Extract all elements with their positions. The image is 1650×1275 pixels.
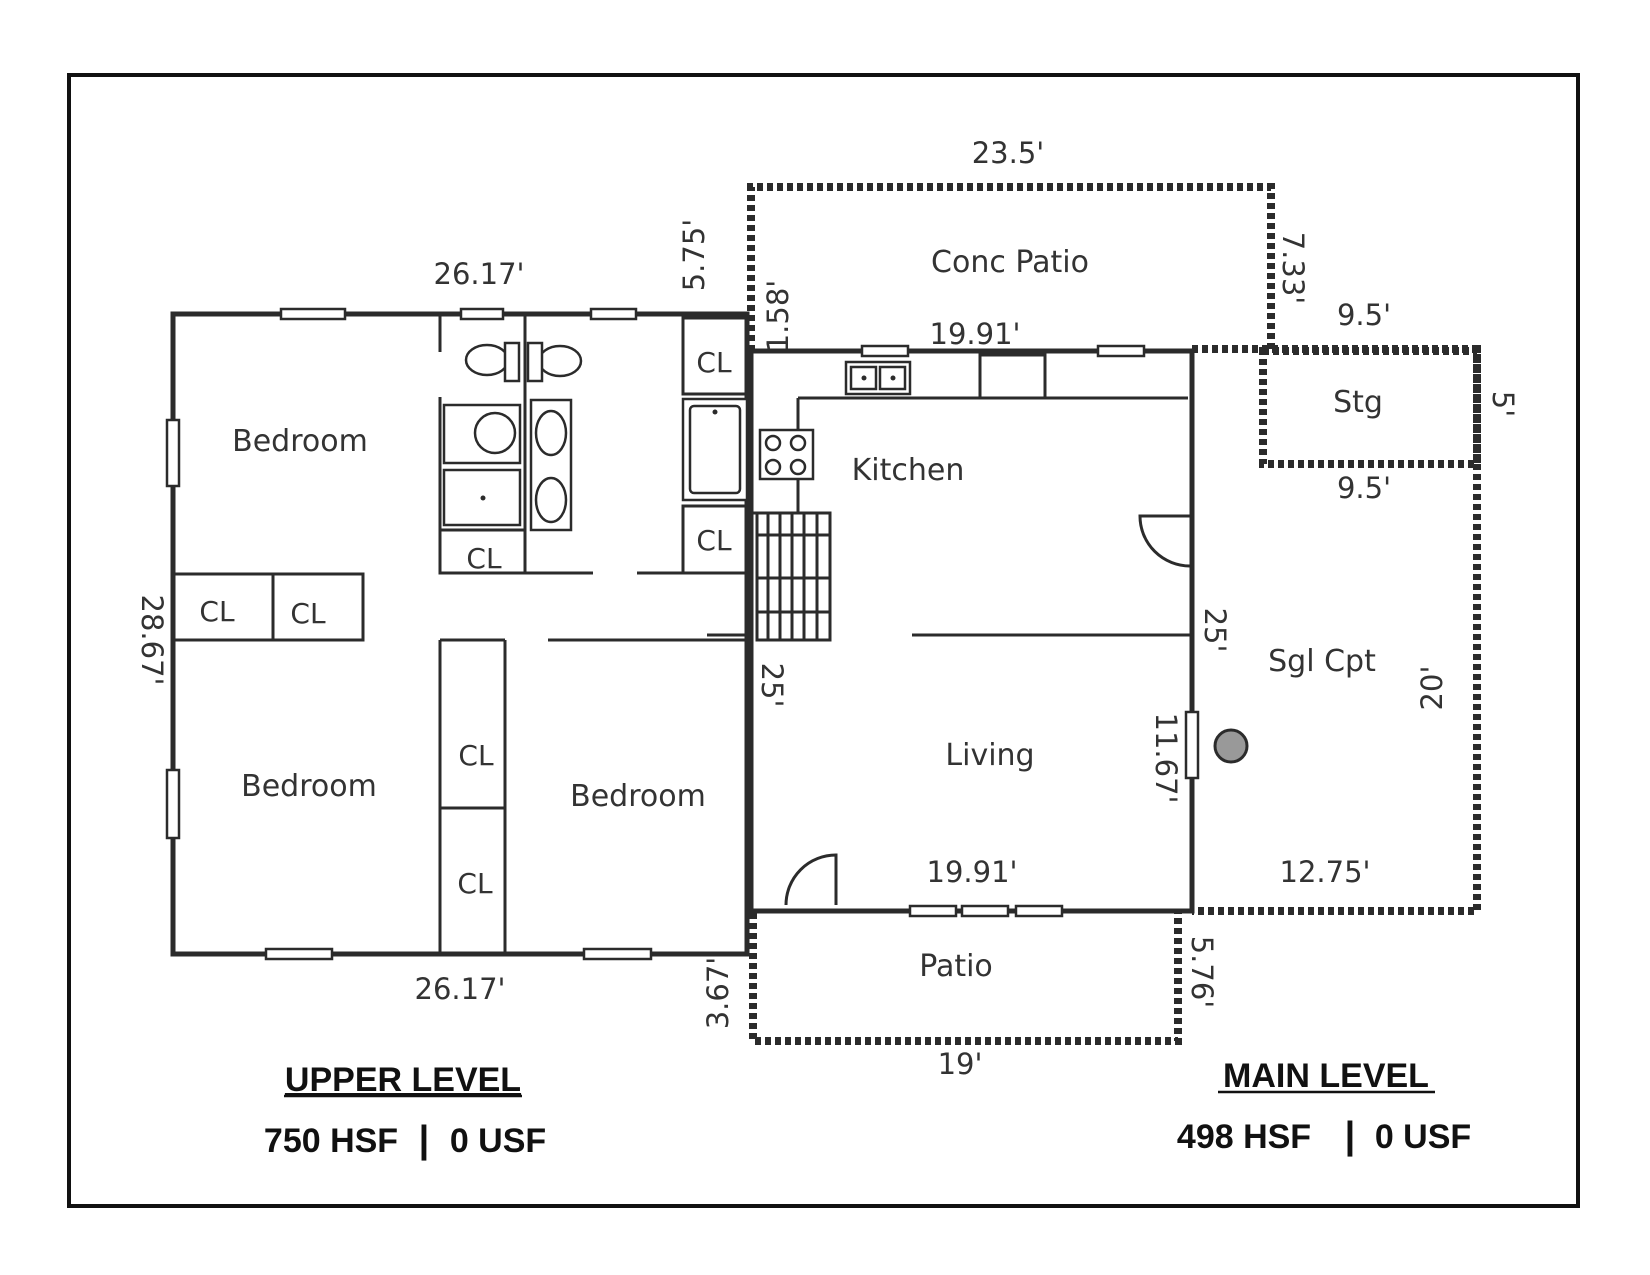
utility-pole-icon <box>1213 728 1249 764</box>
main-level-plan <box>747 183 1481 1045</box>
carport-door <box>1184 710 1200 780</box>
dim-main-divider: 25' <box>1198 608 1232 653</box>
main-level-title: MAIN LEVEL <box>1223 1057 1429 1095</box>
carport-outline <box>1192 345 1481 915</box>
dim-conc-patio-width: 23.5' <box>972 136 1045 170</box>
window <box>279 307 347 321</box>
dim-carport-depth: 20' <box>1415 666 1449 711</box>
dim-upper-top: 26.17' <box>434 257 525 291</box>
storage-outline <box>1259 347 1481 468</box>
dim-upper-left: 28.67' <box>135 595 169 686</box>
closet-box <box>438 528 527 575</box>
main-level-unfinished: 0 USF <box>1375 1118 1471 1156</box>
kitchen-sink-icon <box>844 360 912 396</box>
upper-level-area: 750 HSF <box>264 1122 398 1160</box>
stairs-icon <box>755 511 832 642</box>
window <box>165 768 181 840</box>
bathtub-icon <box>681 397 749 502</box>
page-frame <box>67 73 1580 1208</box>
upper-level-unfinished: 0 USF <box>450 1122 546 1160</box>
fridge <box>978 353 1047 400</box>
dim-conc-patio-offset: 1.58' <box>761 280 795 353</box>
door-swing <box>784 853 838 906</box>
dim-main-top: 19.91' <box>930 317 1021 351</box>
patio-outline <box>749 913 1182 1045</box>
closet-label: CL <box>457 867 493 900</box>
dim-storage-top: 9.5' <box>1337 298 1391 332</box>
window <box>908 904 958 918</box>
room-label-conc-patio: Conc Patio <box>931 245 1089 280</box>
closet-box <box>271 572 365 642</box>
room-label-patio: Patio <box>919 949 993 984</box>
closet-label: CL <box>290 597 326 630</box>
closet-label: CL <box>696 524 732 557</box>
closet-box <box>681 316 749 396</box>
double-vanity-icon <box>529 398 573 532</box>
upper-level-title: UPPER LEVEL <box>285 1061 521 1099</box>
dim-upper-notch-top: 5.75' <box>677 219 711 292</box>
stove-icon <box>758 428 815 481</box>
dim-storage-depth: 5' <box>1486 391 1520 417</box>
dim-carport-width: 12.75' <box>1280 855 1371 889</box>
dimension-labels: 26.17' 26.17' 28.67' 25' 5.75' 3.67' 23.… <box>135 136 1520 1081</box>
window <box>860 344 910 358</box>
toilet-icon <box>526 341 583 383</box>
dim-upper-notch-bottom: 3.67' <box>701 957 735 1030</box>
main-level-summary: MAIN LEVEL 498 HSF | 0 USF <box>1177 1057 1471 1157</box>
window <box>1014 904 1064 918</box>
closet-label: CL <box>199 595 235 628</box>
conc-patio-outline <box>747 183 1275 351</box>
window <box>165 418 181 488</box>
main-level-separator: | <box>1345 1115 1356 1157</box>
window <box>582 947 653 961</box>
closet-label: CL <box>696 346 732 379</box>
dim-main-bottom: 19.91' <box>927 855 1018 889</box>
room-label-carport: Sgl Cpt <box>1268 644 1376 679</box>
room-label-bedroom: Bedroom <box>232 424 368 459</box>
closet-label: CL <box>466 542 502 575</box>
door-swing <box>1138 514 1191 568</box>
window <box>459 307 505 321</box>
dim-main-door-wall: 11.67' <box>1149 713 1183 804</box>
upper-level-summary: UPPER LEVEL 750 HSF | 0 USF <box>264 1061 546 1161</box>
room-label-living: Living <box>945 738 1034 773</box>
dim-upper-bottom: 26.17' <box>415 972 506 1006</box>
shower-icon <box>442 468 522 527</box>
main-level-area: 498 HSF <box>1177 1118 1311 1156</box>
dim-patio-depth: 5.76' <box>1185 936 1219 1009</box>
room-label-bedroom: Bedroom <box>570 779 706 814</box>
closet-label: CL <box>458 739 494 772</box>
room-label-kitchen: Kitchen <box>852 453 965 488</box>
window <box>589 307 638 321</box>
sink-icon <box>442 403 522 465</box>
upper-level-plan <box>165 307 750 961</box>
window <box>1096 344 1146 358</box>
dim-patio-width: 19' <box>938 1047 983 1081</box>
window <box>264 947 334 961</box>
upper-level-separator: | <box>419 1119 430 1161</box>
room-labels: Bedroom Bedroom Bedroom Kitchen Living C… <box>199 245 1383 984</box>
closet-box <box>681 504 749 575</box>
dim-upper-right: 25' <box>755 663 789 708</box>
room-label-storage: Stg <box>1333 385 1383 420</box>
dim-storage-bottom: 9.5' <box>1337 471 1391 505</box>
dim-conc-patio-depth: 7.33' <box>1276 232 1310 305</box>
room-label-bedroom: Bedroom <box>241 769 377 804</box>
window <box>960 904 1010 918</box>
toilet-icon <box>464 341 521 383</box>
